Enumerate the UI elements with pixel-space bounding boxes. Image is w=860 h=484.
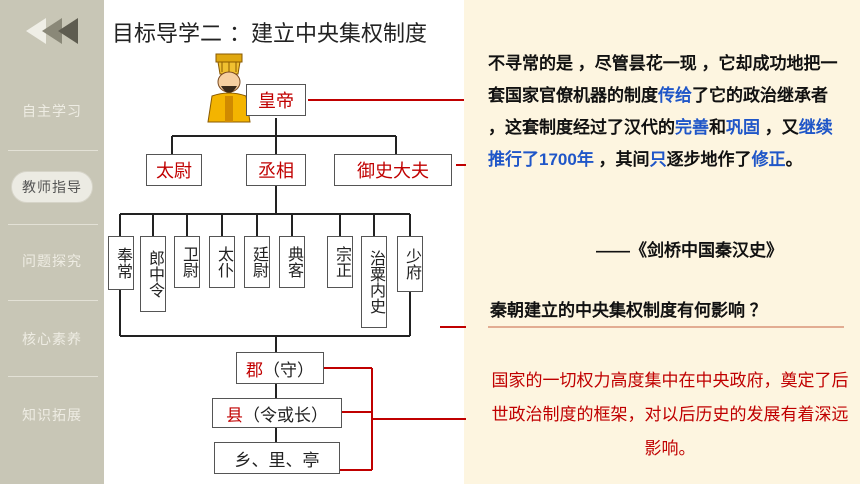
connector-line [308,99,464,101]
sidebar-item-teacher-guide[interactable]: 教师指导 [0,150,104,224]
connector-line [456,164,466,166]
quote-highlight: 继续推行了1700年 [488,118,833,169]
taiwei-node: 太尉 [146,154,202,186]
sidebar-item-inquiry[interactable]: 问题探究 [0,224,104,298]
org-chart: 皇帝 太尉 丞相 御史大夫 奉常 郎中令 卫尉 太仆 廷尉 典客 宗正 治粟内史… [104,0,464,484]
commandery-note: （守） [263,360,314,381]
quote-highlight: 传给 [658,86,692,105]
page-title: 目标导学二 ：建立中央集权制度 [112,22,427,47]
sidebar-item-label: 核心素养 [22,332,82,348]
sidebar-item-label: 问题探究 [22,254,82,270]
question-text: 秦朝建立的中央集权制度有何影响 ？ [490,301,767,320]
county-name: 县 [226,405,243,426]
county-note: （令或长） [243,405,328,426]
connector-line [440,326,466,328]
sidebar-item-label: 知识拓展 [22,408,82,424]
quote-highlight: 只 [649,150,667,169]
minister-dianke: 典客 [279,236,305,288]
sidebar-item-core-literacy[interactable]: 核心素养 [0,302,104,376]
quote-highlight: 完善 [675,118,709,137]
commandery-node: 郡（守） [236,352,324,384]
sidebar: 自主学习 教师指导 问题探究 核心素养 知识拓展 [0,0,104,484]
historical-quote: 不寻常的是 ，尽管昙花一现 ，它却成功地把一套国家官僚机器的制度传给了它的政治继… [488,48,844,176]
commandery-name: 郡 [246,360,263,381]
sidebar-item-extension[interactable]: 知识拓展 [0,378,104,452]
quote-text: 不寻常的是 ，尽管昙花一现 ，它却成功地把一套国家官僚机器的制度 [488,54,838,105]
back-arrows-icon[interactable] [22,14,82,48]
answer-text: 国家的一切权力高度集中在中央政府，奠定了后世政治制度的框架，对以后历史的发展有着… [491,371,849,459]
quote-text: 逐步地作了 [666,150,752,169]
minister-zhisuneishi: 治粟内史 [361,236,387,328]
sidebar-item-self-study[interactable]: 自主学习 [0,74,104,148]
divider [8,224,98,225]
quote-text: ，又 [760,118,799,137]
minister-shaofu: 少府 [397,236,423,292]
divider [8,376,98,377]
chancellor-node: 丞相 [246,154,306,186]
emperor-figure-icon [207,53,251,123]
censor-node: 御史大夫 [334,154,452,186]
quote-text: 和 [709,118,726,137]
minister-zongzheng: 宗正 [327,236,353,288]
minister-tingwei: 廷尉 [244,236,270,288]
connector-line [372,418,466,420]
divider [8,300,98,301]
emperor-node: 皇帝 [246,84,306,116]
minister-weiwei: 卫尉 [174,236,200,288]
divider [8,150,98,151]
quote-source: ——《剑桥中国秦汉史》 [596,241,783,260]
quote-highlight: 修正 [751,150,786,169]
minister-langzhongling: 郎中令 [140,236,166,312]
quote-highlight: 巩固 [726,118,760,137]
question-underline [488,326,844,328]
quote-text: 了它的政治继承者 ，这套制度经过了汉代的 [488,86,828,137]
quote-text: ，其间 [593,150,650,169]
county-node: 县（令或长） [212,398,342,428]
minister-fengchang: 奉常 [108,236,134,290]
sidebar-item-label: 教师指导 [11,171,93,203]
right-panel [464,0,860,484]
villages-node: 乡、里、亭 [214,442,340,474]
quote-text: 。 [785,150,803,169]
sidebar-item-label: 自主学习 [22,104,82,120]
minister-taipu: 太仆 [209,236,235,288]
